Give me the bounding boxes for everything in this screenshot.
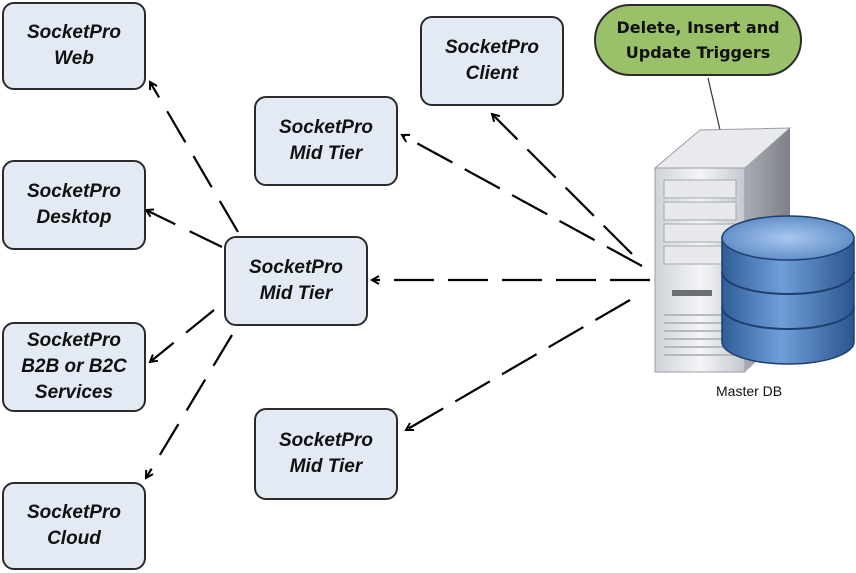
node-line: Client: [465, 63, 519, 84]
arrow-mid-to-cloud: [146, 334, 233, 478]
node-line: SocketPro: [27, 502, 121, 523]
node-line: SocketPro: [27, 22, 121, 43]
node-line: SocketPro: [27, 330, 121, 351]
callout-line: Update Triggers: [625, 43, 771, 62]
mid-arrows: [146, 82, 239, 478]
callout-line: Delete, Insert and: [616, 18, 780, 37]
arrow-mid-to-web: [150, 82, 239, 233]
callout-pointer: [707, 77, 721, 131]
node-line: Cloud: [47, 528, 101, 549]
node-line: SocketPro: [249, 257, 343, 278]
node-line: Web: [54, 48, 94, 69]
arrow-db-to-mid-top: [402, 135, 643, 267]
node-line: Mid Tier: [259, 283, 333, 304]
node-line: Mid Tier: [289, 143, 363, 164]
db-arrows: [372, 114, 650, 430]
database-icon: [721, 215, 855, 365]
master-db-label: Master DB: [716, 383, 783, 399]
node-line: Desktop: [36, 207, 112, 228]
arrow-mid-to-b2b: [150, 309, 215, 362]
node-line: SocketPro: [279, 117, 373, 138]
node-line: SocketPro: [279, 430, 373, 451]
node-line: B2B or B2C: [21, 356, 127, 377]
node-line: SocketPro: [445, 37, 539, 58]
node-line: SocketPro: [27, 181, 121, 202]
node-line: Mid Tier: [289, 456, 363, 477]
node-line: Services: [34, 382, 114, 403]
arrow-db-to-mid-bottom: [406, 299, 631, 430]
arrow-db-to-client: [492, 114, 633, 255]
arrow-mid-to-desktop: [146, 210, 223, 248]
